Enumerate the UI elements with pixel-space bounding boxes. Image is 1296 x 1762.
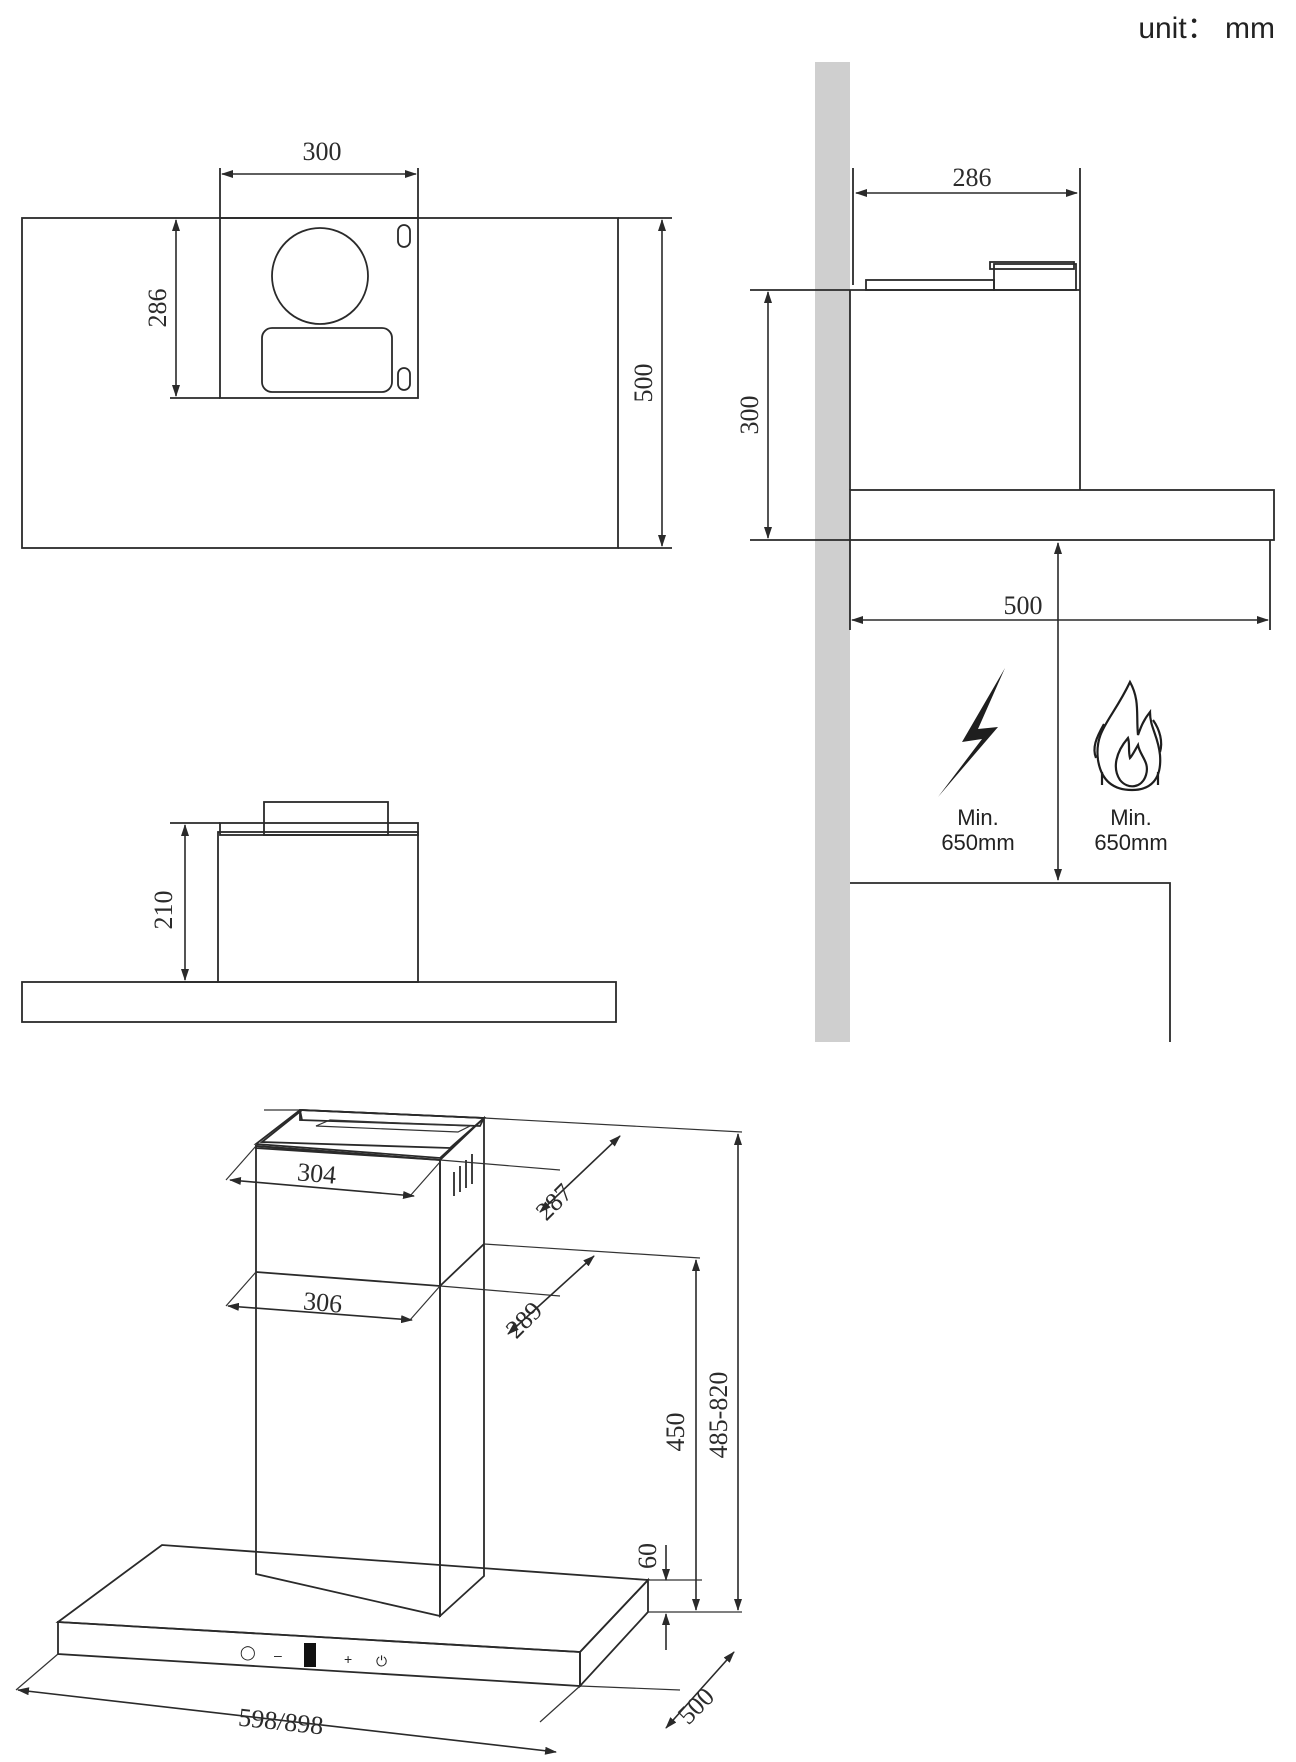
dim-300-label: 300	[303, 137, 342, 166]
front-chimney	[217, 831, 419, 983]
dim-306-label: 306	[302, 1286, 343, 1318]
dim-300-side-label: 300	[735, 396, 764, 435]
wall	[815, 62, 850, 1042]
dim-286-label: 286	[143, 289, 172, 328]
dim-287-label: 287	[530, 1178, 578, 1226]
worktop	[850, 882, 1171, 1042]
dim-485-820-label: 485-820	[704, 1372, 733, 1459]
top-view: 300 286 500	[21, 137, 672, 549]
dim-500-side-label: 500	[1004, 591, 1043, 620]
iso-canopy-top	[55, 1544, 650, 1653]
dim-500-label: 500	[629, 364, 658, 403]
lightning-icon	[938, 668, 1005, 797]
gas-min-label: Min.	[1110, 805, 1152, 830]
gas-650-label: 650mm	[1094, 830, 1167, 855]
dim-304	[229, 1176, 415, 1200]
vent-slot	[261, 327, 393, 393]
dim-500-iso	[665, 1651, 735, 1729]
dim-306	[227, 1302, 413, 1324]
iso-chimney-front	[255, 1145, 441, 1618]
side-canopy	[849, 489, 1275, 541]
dim-598-898	[17, 1687, 557, 1755]
svg-text:◯: ◯	[240, 1644, 256, 1661]
front-canopy	[21, 981, 617, 1023]
svg-text:⏻: ⏻	[376, 1653, 387, 1669]
dim-60-label: 60	[633, 1543, 662, 1569]
electric-min-label: Min.	[957, 805, 999, 830]
svg-text:+: +	[344, 1651, 352, 1667]
dim-287	[539, 1135, 621, 1213]
duct-circle	[271, 227, 369, 325]
dim-286-side-label: 286	[953, 163, 992, 192]
dim-304-label: 304	[296, 1157, 337, 1189]
svg-text:–: –	[274, 1647, 282, 1663]
side-view: 286 300 500 Min. 650mm Min. 650mm	[735, 62, 1275, 1042]
isometric-view: ◯ – + ⏻	[15, 1109, 743, 1755]
top-view-outline	[21, 217, 619, 549]
chimney-footprint	[219, 217, 419, 399]
front-view: 210	[21, 801, 617, 1023]
flame-icon	[1093, 679, 1163, 792]
control-panel: ◯ – + ⏻	[240, 1643, 387, 1669]
iso-vent-grille	[453, 1154, 473, 1196]
dim-289	[507, 1255, 595, 1335]
dim-598-898-label: 598/898	[237, 1703, 325, 1741]
unit-label: unit： mm	[1138, 12, 1275, 45]
iso-chimney-side	[439, 1115, 485, 1619]
iso-canopy-front	[57, 1621, 581, 1687]
dim-210-label: 210	[149, 891, 178, 930]
dim-450-label: 450	[661, 1413, 690, 1452]
dim-500-iso-label: 500	[672, 1682, 720, 1730]
electric-650-label: 650mm	[941, 830, 1014, 855]
